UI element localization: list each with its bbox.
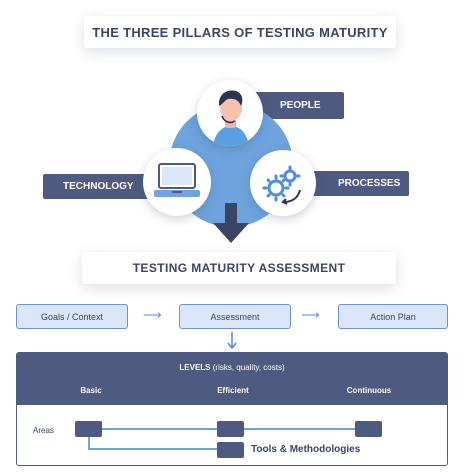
diagram-title-text: THE THREE PILLARS OF TESTING MATURITY xyxy=(92,24,388,40)
efficient-area-box xyxy=(217,421,244,437)
technology-label: TECHNOLOGY xyxy=(43,174,161,199)
gears-icon xyxy=(262,165,301,205)
assessment-title: TESTING MATURITY ASSESSMENT xyxy=(82,252,396,284)
continuous-area-box xyxy=(355,421,382,437)
levels-panel: LEVELS (risks, quality, costs) Basic Eff… xyxy=(16,352,448,466)
level-efficient: Efficient xyxy=(217,386,249,395)
areas-label: Areas xyxy=(33,426,54,435)
right-arrow-icon: ⟶ xyxy=(143,307,162,322)
person-icon xyxy=(213,90,249,146)
tools-label: Tools & Methodologies xyxy=(251,444,361,455)
diagram-title: THE THREE PILLARS OF TESTING MATURITY xyxy=(84,16,396,48)
basic-area-box xyxy=(75,421,102,437)
step-action-plan: Action Plan xyxy=(338,304,448,329)
levels-heading: LEVELS (risks, quality, costs) xyxy=(179,363,285,372)
right-arrow-icon: ⟶ xyxy=(301,307,320,322)
step-assessment: Assessment xyxy=(179,304,291,329)
technology-node xyxy=(143,148,211,216)
down-arrow-icon xyxy=(213,203,249,243)
step-goals-context: Goals / Context xyxy=(16,304,128,329)
levels-header: LEVELS (risks, quality, costs) Basic Eff… xyxy=(17,353,447,405)
level-basic: Basic xyxy=(80,386,102,395)
people-node xyxy=(197,80,263,146)
assessment-title-text: TESTING MATURITY ASSESSMENT xyxy=(132,261,346,275)
processes-node xyxy=(250,150,316,216)
tools-box xyxy=(217,442,244,458)
laptop-icon xyxy=(154,163,200,197)
level-continuous: Continuous xyxy=(346,386,392,395)
down-small-arrow-icon xyxy=(227,332,237,350)
